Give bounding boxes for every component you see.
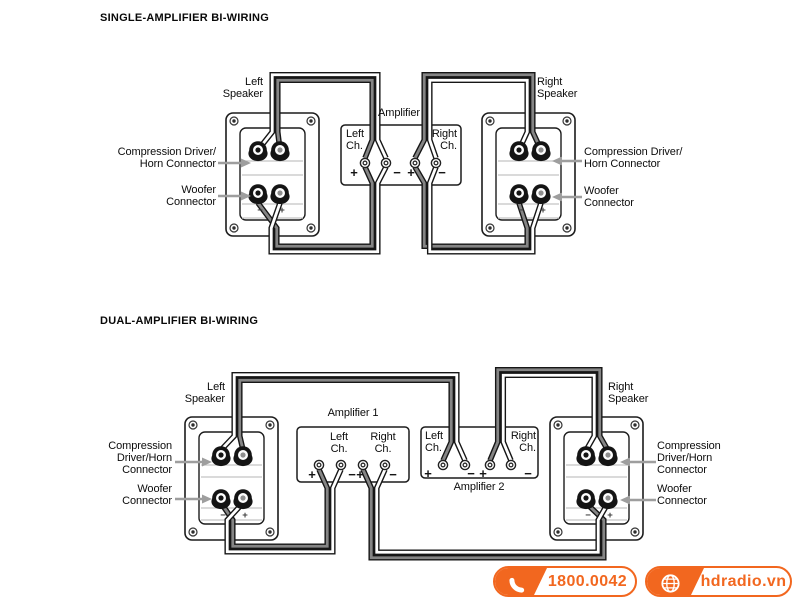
speaker-wires <box>255 71 544 255</box>
single-amp-left-channel-label: Left Ch. <box>346 128 364 152</box>
amp1-left-channel-label: Left Ch. <box>330 431 348 455</box>
minus-polarity: − <box>220 510 226 521</box>
speaker-wires <box>218 366 611 561</box>
single-amplifier-label: Amplifier <box>378 107 420 119</box>
single-amplifier-diagram <box>218 71 582 255</box>
minus-sign: − <box>389 467 397 482</box>
phone-number: 1800.0042 <box>547 572 628 590</box>
single-amp-right-channel-label: Right Ch. <box>431 128 457 152</box>
plus-sign: + <box>356 467 364 482</box>
amp2-left-channel-label: Left Ch. <box>425 430 443 454</box>
minus-sign: − <box>438 165 446 180</box>
phone-icon <box>509 577 525 593</box>
amp1-right-channel-label: Right Ch. <box>370 431 396 455</box>
dual-left-compression-label: Compression Driver/Horn Connector <box>108 440 172 476</box>
single-right-compression-label: Compression Driver/ Horn Connector <box>584 146 683 170</box>
minus-polarity: − <box>257 205 263 216</box>
dual-left-woofer-label: Woofer Connector <box>122 483 172 507</box>
minus-sign: − <box>524 466 532 481</box>
dual-right-speaker-label: Right Speaker <box>608 381 649 405</box>
website-domain: hdradio.vn <box>700 572 787 590</box>
dual-left-speaker-label: Left Speaker <box>184 381 225 405</box>
amplifier1-label: Amplifier 1 <box>327 407 379 419</box>
pointer-arrows <box>218 156 582 202</box>
dual-amplifier-diagram <box>175 366 656 561</box>
plus-sign: + <box>424 466 432 481</box>
plus-polarity: + <box>242 510 248 521</box>
globe-icon <box>661 574 680 593</box>
single-left-woofer-label: Woofer Connector <box>166 184 216 208</box>
dual-right-compression-label: Compression Driver/Horn Connector <box>657 440 721 476</box>
minus-sign: − <box>393 165 401 180</box>
plate-lines <box>498 160 559 219</box>
single-left-speaker-label: Left Speaker <box>222 76 263 100</box>
minus-polarity: − <box>585 510 591 521</box>
plus-sign: + <box>407 165 415 180</box>
plus-sign: + <box>350 165 358 180</box>
minus-sign: − <box>467 466 475 481</box>
plus-polarity: + <box>540 205 546 216</box>
website-badge[interactable]: hdradio.vn <box>645 566 792 597</box>
minus-sign: − <box>348 467 356 482</box>
plus-sign: + <box>308 467 316 482</box>
plus-polarity: + <box>279 205 285 216</box>
amp2-right-channel-label: Right Ch. <box>510 430 536 454</box>
plus-polarity: + <box>607 510 613 521</box>
single-left-compression-label: Compression Driver/ Horn Connector <box>117 146 216 170</box>
dual-title: DUAL-AMPLIFIER BI-WIRING <box>100 315 259 327</box>
pointer-arrows <box>175 457 656 505</box>
phone-badge[interactable]: 1800.0042 <box>493 566 637 597</box>
amplifier2-label: Amplifier 2 <box>453 481 505 493</box>
plate-lines <box>566 464 627 521</box>
minus-polarity: − <box>518 205 524 216</box>
single-right-woofer-label: Woofer Connector <box>584 185 634 209</box>
plus-sign: + <box>479 466 487 481</box>
dual-right-woofer-label: Woofer Connector <box>657 483 707 507</box>
single-title: SINGLE-AMPLIFIER BI-WIRING <box>100 12 270 24</box>
single-right-speaker-label: Right Speaker <box>537 76 578 100</box>
